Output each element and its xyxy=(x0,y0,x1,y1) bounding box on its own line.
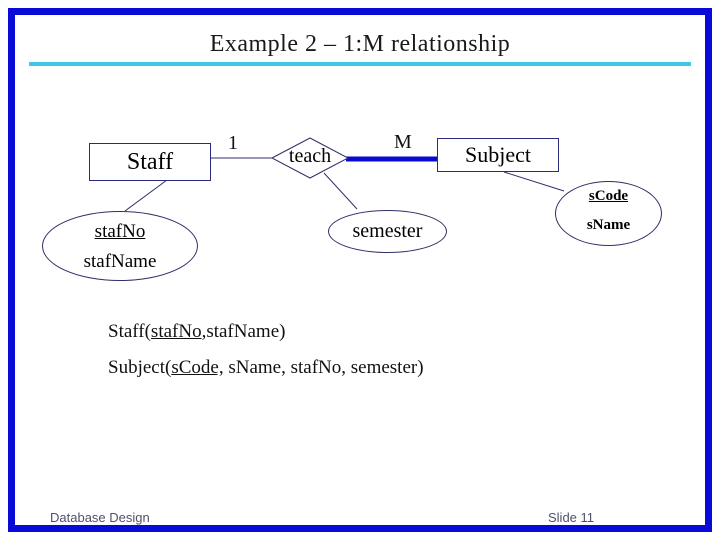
attribute-stafNo: stafNo xyxy=(94,221,146,242)
entity-subject: Subject xyxy=(437,138,559,172)
staff-schema-prefix: Staff( xyxy=(108,321,151,342)
line-staff-to-attributes xyxy=(124,179,168,212)
attribute-sCode: sCode xyxy=(588,188,629,204)
subject-attributes-ellipse: sCode sName xyxy=(555,181,662,246)
attribute-sName: sName xyxy=(586,217,631,233)
staff-schema-rest: ,stafName) xyxy=(201,321,286,342)
attribute-stafName: stafName xyxy=(83,251,157,272)
footer-slide-number: Slide 11 xyxy=(548,510,595,525)
title-underline-rule xyxy=(29,62,691,66)
staff-attributes-ellipse: stafNo stafName xyxy=(42,211,198,281)
entity-subject-label: Subject xyxy=(465,142,531,167)
subject-schema-rest: sName, stafNo, semester) xyxy=(223,357,424,378)
entity-staff: Staff xyxy=(89,143,211,181)
semester-attribute-ellipse: semester xyxy=(328,210,447,253)
line-teach-to-semester xyxy=(323,172,358,210)
subject-schema-prefix: Subject( xyxy=(108,357,172,378)
cardinality-many-label: M xyxy=(394,131,412,153)
staff-schema-primary-key: stafNo xyxy=(150,321,202,342)
staff-schema-line: Staff(stafNo,stafName) xyxy=(108,321,285,343)
relationship-teach-label: teach xyxy=(288,145,332,167)
entity-staff-label: Staff xyxy=(126,148,174,175)
cardinality-one-label: 1 xyxy=(228,132,238,154)
line-subject-to-attributes xyxy=(503,171,565,192)
footer-course-name: Database Design xyxy=(50,510,150,525)
attribute-semester: semester xyxy=(352,220,423,242)
subject-schema-line: Subject(sCode, sName, stafNo, semester) xyxy=(108,357,424,379)
subject-schema-primary-key: sCode, xyxy=(171,357,224,378)
slide-title: Example 2 – 1:M relationship xyxy=(209,31,511,57)
